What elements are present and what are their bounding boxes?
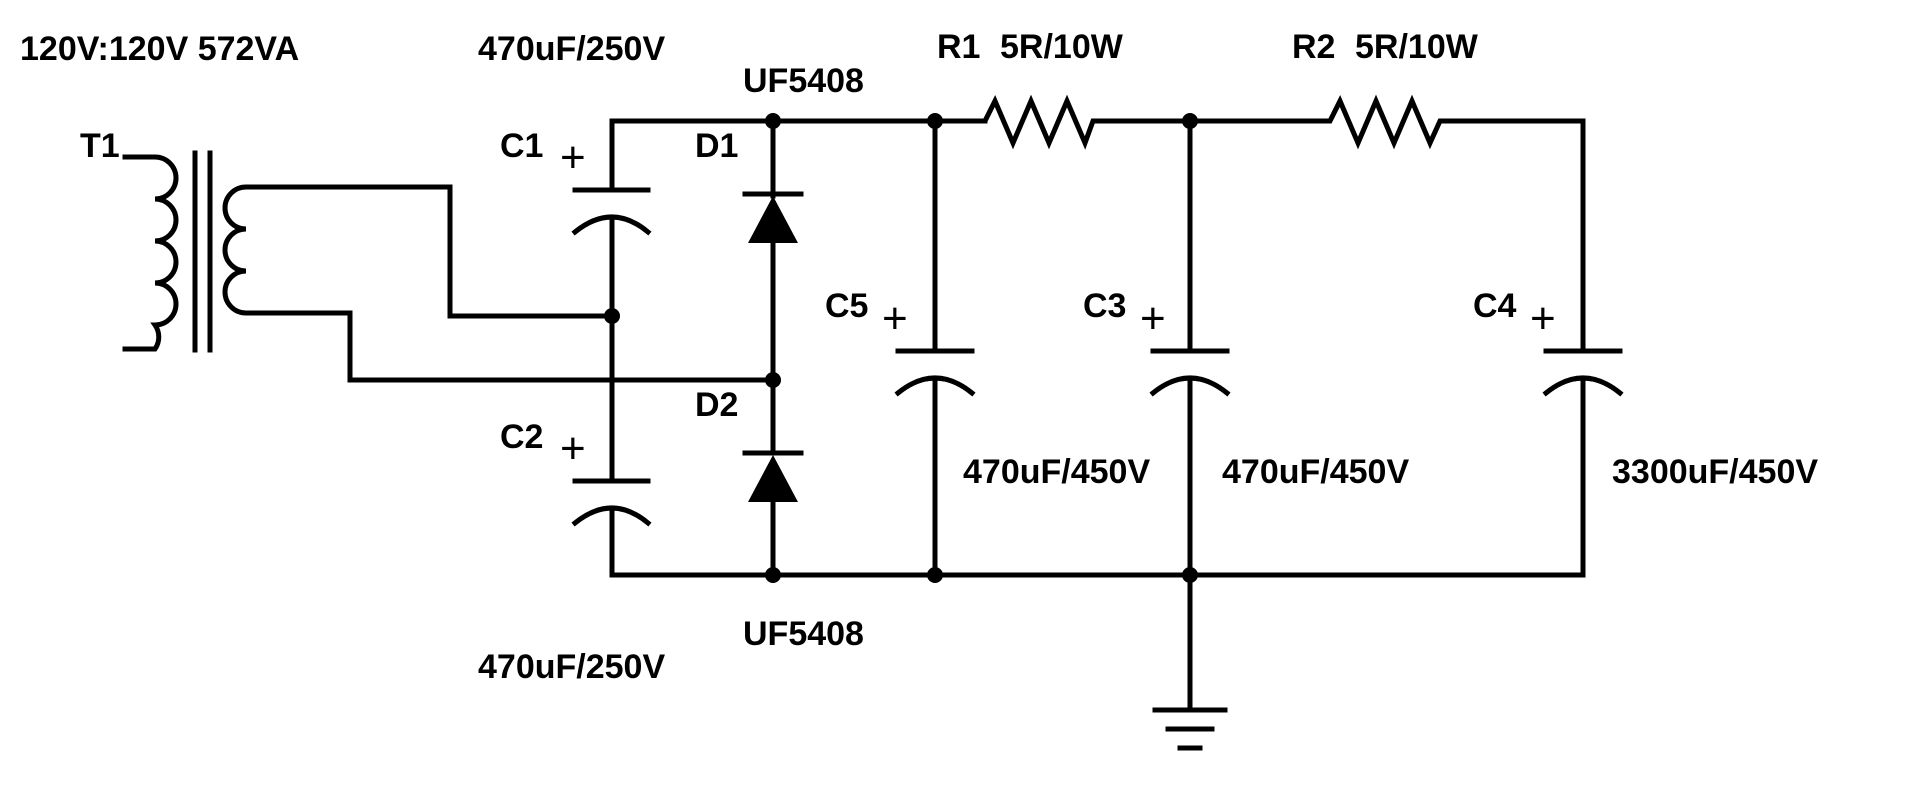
transformer-t1 [122,150,771,383]
c3-value-label: 470uF/450V [1222,453,1409,491]
secondary-winding [222,184,771,383]
r2-value-label: 5R/10W [1355,28,1479,66]
c5-polarity-label: + [882,294,908,343]
c5-value-label: 470uF/450V [963,453,1150,491]
d2-part-label: UF5408 [743,615,864,653]
junction-dot [765,113,781,129]
c4-polarity-label: + [1530,294,1556,343]
junction-dot [765,567,781,583]
junction-dot [1182,567,1198,583]
resistor-r1 [932,94,1193,150]
r2-ref-label: R2 [1292,28,1335,66]
c5-ref-label: C5 [825,287,868,325]
wire-secondary-to-cap-midpoint [447,184,615,319]
c1-ref-label: C1 [500,127,543,165]
transformer-rating-label: 120V:120V 572VA [20,30,299,68]
junction-dot [927,113,943,129]
d2-ref-label: D2 [695,386,738,424]
diode-d2 [742,377,804,578]
junction-dot [765,372,781,388]
c1-value-label: 470uF/250V [478,30,665,68]
d1-ref-label: D1 [695,127,738,165]
diode-triangle [748,455,798,502]
r1-ref-label: R1 [937,28,980,66]
resistor-zigzag [932,94,1193,150]
capacitor-c1 [571,118,652,319]
c4-value-label: 3300uF/450V [1612,453,1818,491]
c1-polarity-label: + [560,133,586,182]
junction-dot [604,308,620,324]
junction-dot [1182,113,1198,129]
transformer-ref-label: T1 [80,127,120,165]
diode-d1 [742,118,804,383]
capacitor-c5 [894,118,976,578]
d1-part-label: UF5408 [743,62,864,100]
c4-ref-label: C4 [1473,287,1517,325]
capacitor-c4 [1542,118,1624,578]
junction-dots [604,113,1198,583]
resistor-zigzag [1187,94,1586,150]
c2-polarity-label: + [560,424,586,473]
c2-ref-label: C2 [500,418,543,456]
resistor-r2 [1187,94,1586,150]
capacitor-c2 [571,313,652,578]
primary-winding [122,154,179,352]
capacitor-c3 [1149,118,1231,578]
c2-value-label: 470uF/250V [478,648,665,686]
diode-triangle [748,196,798,243]
junction-dot [927,567,943,583]
r1-value-label: 5R/10W [1000,28,1124,66]
ground-symbol [1152,572,1228,751]
c3-polarity-label: + [1140,294,1166,343]
c3-ref-label: C3 [1083,287,1126,325]
